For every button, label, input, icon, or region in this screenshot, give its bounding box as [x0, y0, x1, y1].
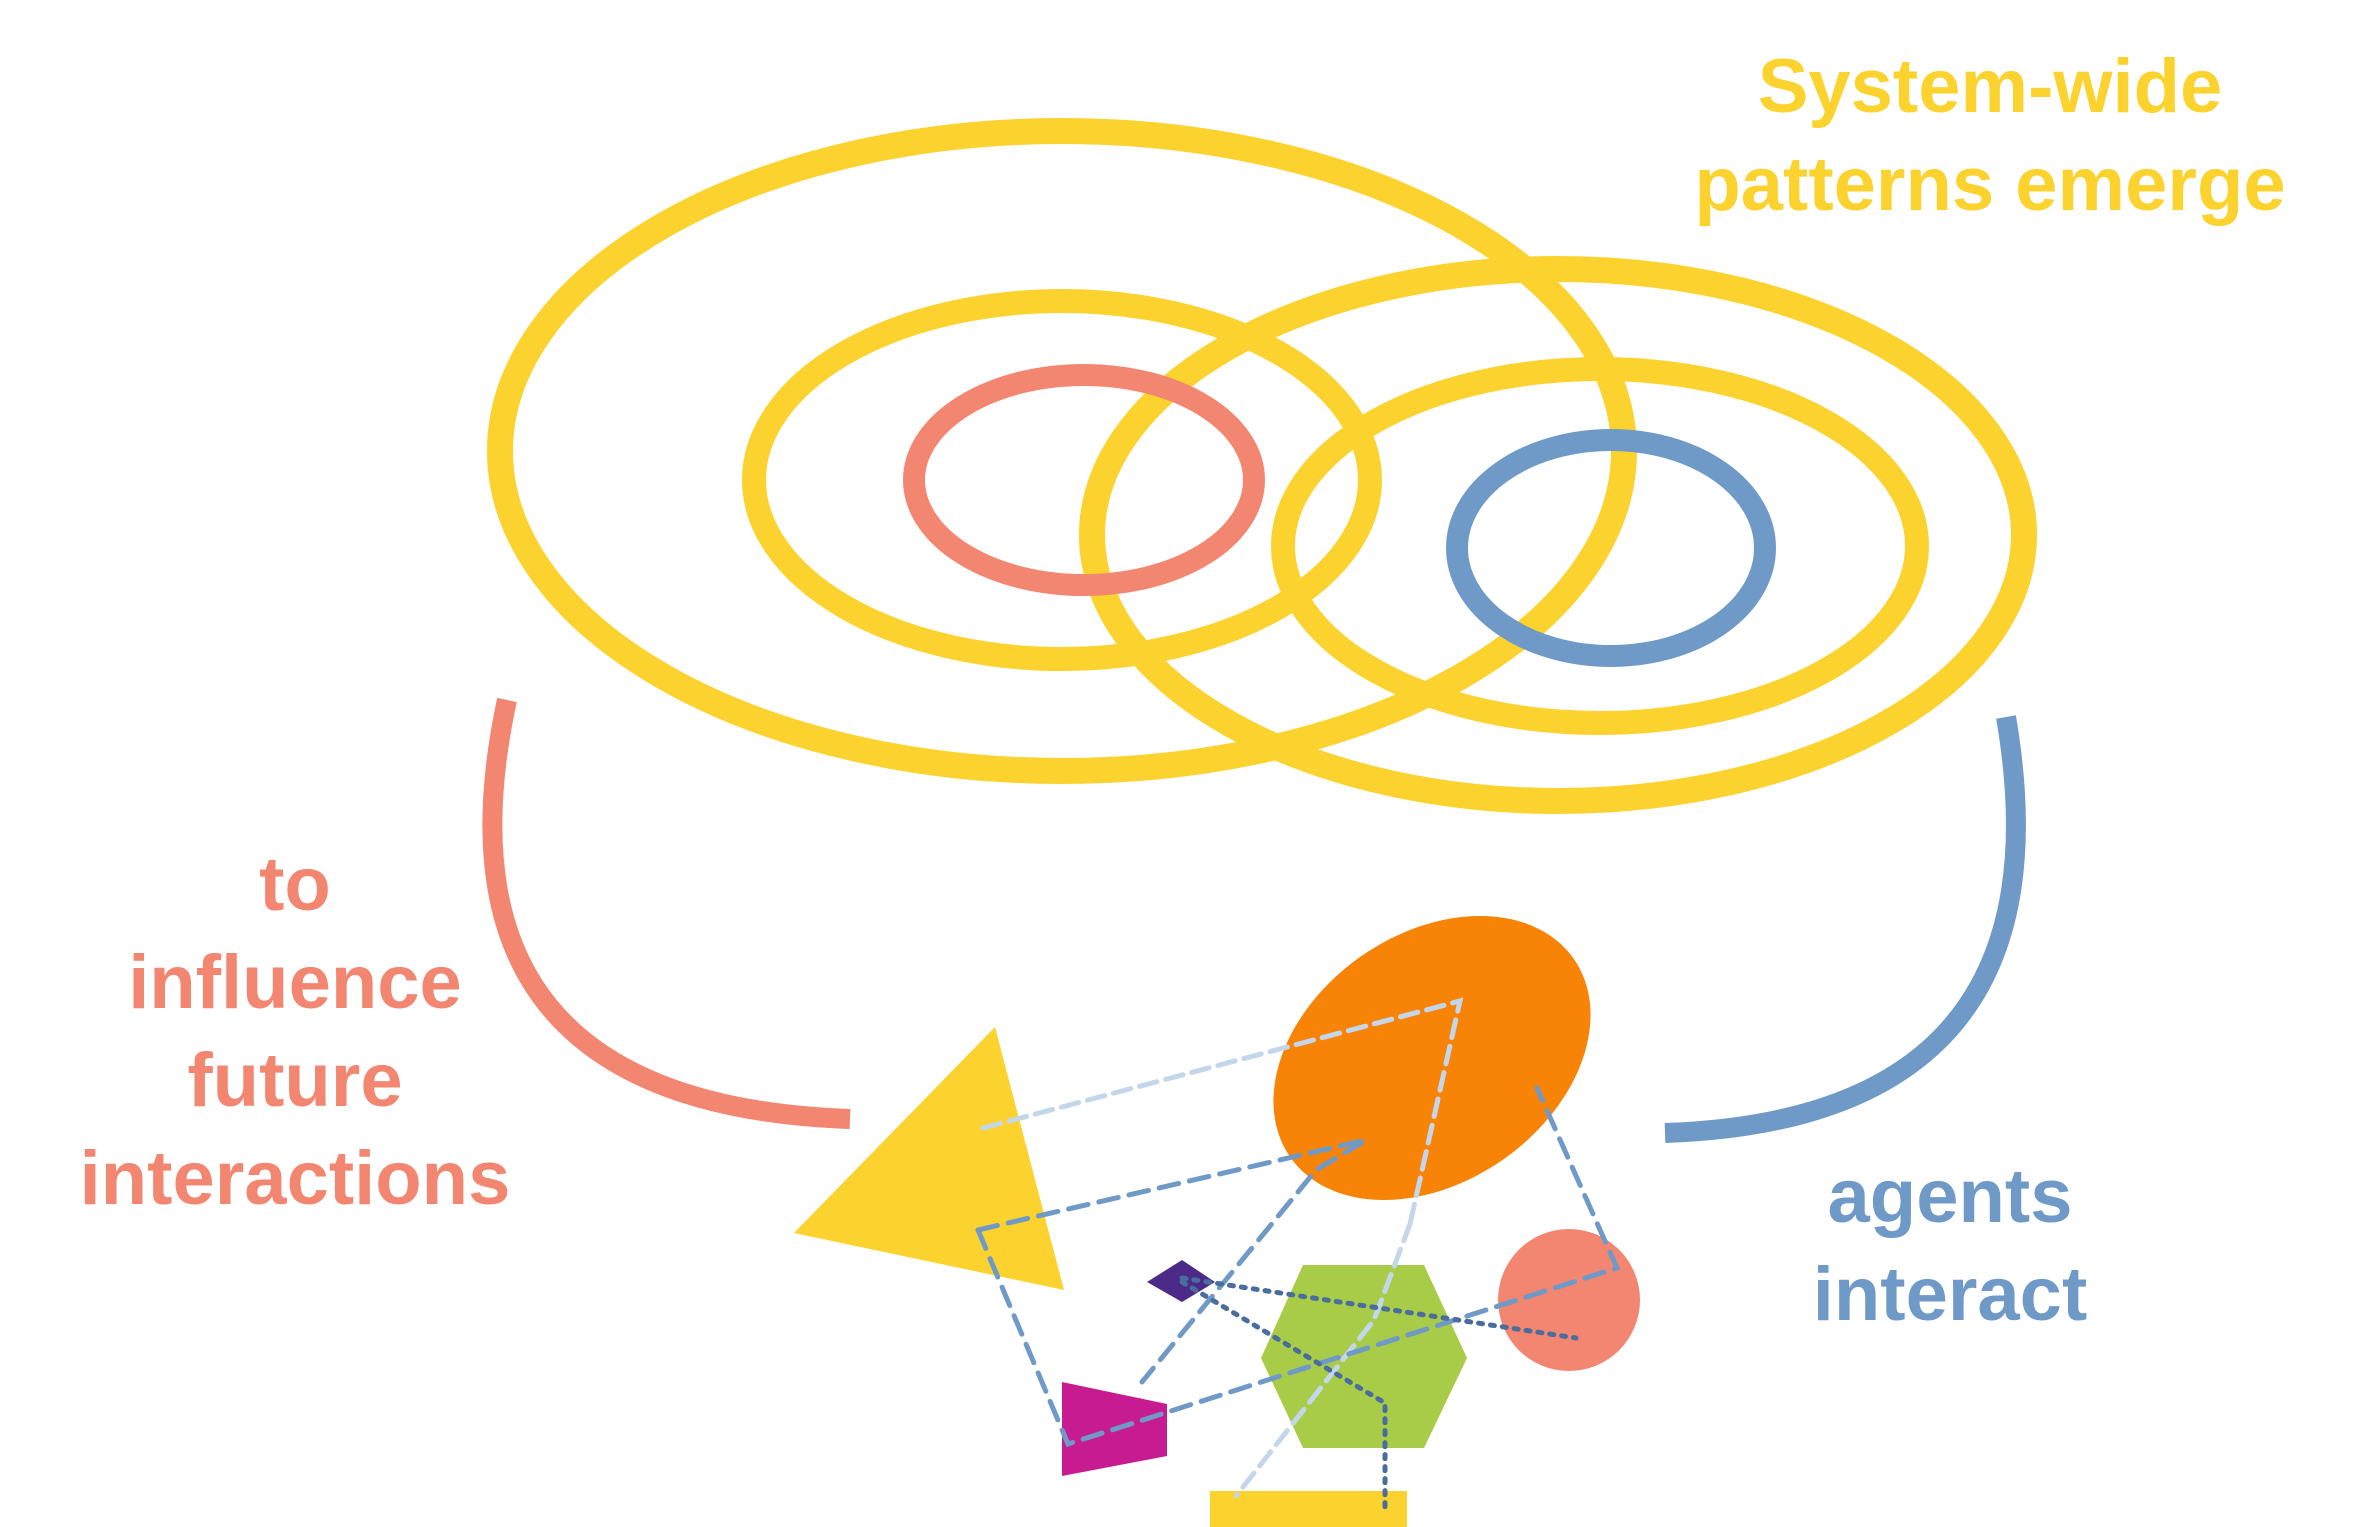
dashed-interaction-triangle-orange — [975, 1137, 1368, 1385]
small-salmon-ring — [903, 364, 1265, 596]
light-interaction-line-top — [980, 997, 1464, 1227]
emergence-label-line-2: patterns emerge — [1694, 142, 2286, 227]
emergence-label-line-1: System-wide — [1757, 44, 2223, 129]
influence-label-line-3: future — [187, 1038, 403, 1123]
dotted-interaction-diamond-circle — [1179, 1275, 1579, 1341]
large-yellow-ring-left — [487, 118, 1637, 784]
light-interaction-line-bottom — [1233, 1221, 1413, 1499]
feedback-arc-blue — [1664, 715, 2026, 1143]
influence-label-line-1: to — [259, 842, 331, 927]
influence-label-line-4: interactions — [79, 1136, 511, 1221]
influence-label-line-2: influence — [128, 940, 462, 1025]
feedback-arc-salmon — [482, 697, 851, 1129]
influence-label: to influence future interactions — [20, 836, 570, 1228]
agents-label-line-2: interact — [1812, 1252, 2088, 1337]
emergence-label: System-wide patterns emerge — [1590, 38, 2358, 234]
small-blue-ring — [1446, 429, 1776, 667]
yellow-triangle-agent — [794, 1027, 1064, 1290]
salmon-circle-agent — [1498, 1229, 1640, 1371]
yellow-bar-agent — [1210, 1491, 1407, 1527]
dashed-interaction-triangle-trapezoid — [975, 1085, 1621, 1448]
agents-label-line-1: agents — [1827, 1154, 2073, 1239]
large-yellow-ring-right — [1079, 256, 2037, 814]
interaction-lines — [975, 997, 1621, 1514]
agents-label: agents interact — [1740, 1148, 2160, 1344]
medium-yellow-ring-left — [742, 289, 1382, 671]
orange-ellipse-agent — [1273, 916, 1591, 1200]
medium-yellow-ring-right — [1271, 357, 1929, 735]
emergent-patterns — [487, 118, 2037, 814]
agents — [794, 916, 1640, 1527]
